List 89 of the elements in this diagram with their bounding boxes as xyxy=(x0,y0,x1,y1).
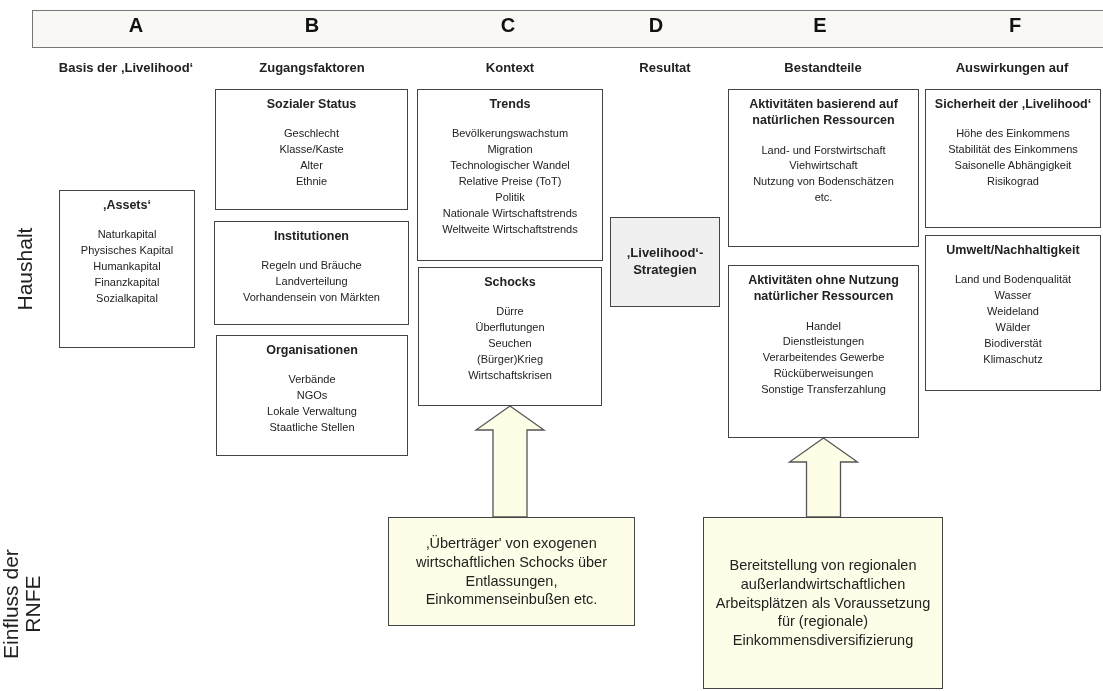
column-letter: C xyxy=(499,14,517,37)
list-item: Geschlecht xyxy=(284,126,339,142)
column-heading: Zugangsfaktoren xyxy=(258,60,366,75)
list-item: Rücküberweisungen xyxy=(773,366,874,382)
category-box xyxy=(216,335,408,456)
list-item: Überflutungen xyxy=(475,320,545,336)
list-item: Saisonelle Abhängigkeit xyxy=(954,158,1072,174)
list-item: Vorhandensein von Märkten xyxy=(243,290,380,306)
column-heading: Bestandteile xyxy=(783,60,863,75)
category-box xyxy=(728,89,919,247)
list-item: Land und Bodenqualität xyxy=(954,272,1072,288)
list-item: Stabilität des Einkommens xyxy=(948,142,1078,158)
list-item: Finanzkapital xyxy=(94,275,160,291)
column-letter: A xyxy=(127,14,145,37)
list-item: Verarbeitendes Gewerbe xyxy=(762,350,885,366)
list-item: Dürre xyxy=(496,304,524,320)
column-letter: B xyxy=(303,14,321,37)
note-box xyxy=(703,517,943,689)
list-item: Technologischer Wandel xyxy=(450,158,570,174)
list-item: Regeln und Bräuche xyxy=(261,258,362,274)
list-item: Sonstige Transferzahlung xyxy=(761,382,886,398)
list-item: Humankapital xyxy=(93,259,161,275)
list-item: Verbände xyxy=(288,372,336,388)
list-item: Weideland xyxy=(987,304,1039,320)
box-heading: Sicherheit der ‚Livelihood‘ xyxy=(934,96,1092,113)
box-heading: Institutionen xyxy=(274,228,349,245)
list-item: Wälder xyxy=(995,320,1031,336)
box-heading: Aktivitäten ohne Nutzung natürlicher Ressourcen xyxy=(747,272,900,305)
list-item: Land- und Forstwirtschaft xyxy=(761,142,886,158)
row-heading: Haushalt xyxy=(14,226,36,313)
list-item: Dienstleistungen xyxy=(782,334,865,350)
list-item: Staatliche Stellen xyxy=(269,420,355,436)
category-box xyxy=(925,235,1101,391)
category-box xyxy=(728,265,919,438)
column-letter: D xyxy=(647,14,665,37)
list-item: etc. xyxy=(814,190,833,206)
box-heading: ‚Assets‘ xyxy=(103,197,151,214)
list-item: NGOs xyxy=(296,388,328,404)
list-item: Politik xyxy=(495,190,525,205)
list-item: Viehwirtschaft xyxy=(789,158,858,174)
box-heading: Organisationen xyxy=(266,342,358,359)
list-item: Seuchen xyxy=(488,336,532,352)
column-heading: Kontext xyxy=(484,60,536,75)
list-item: Nutzung von Bodenschätzen xyxy=(753,174,894,190)
list-item: Klimaschutz xyxy=(983,351,1043,367)
list-item: Physisches Kapital xyxy=(80,243,174,259)
note-box xyxy=(388,517,635,626)
box-heading: Trends xyxy=(489,96,531,113)
column-heading: Auswirkungen auf xyxy=(954,60,1070,75)
list-item: Naturkapital xyxy=(97,227,157,243)
box-heading: Aktivitäten basierend auf natürlichen Ressourcen xyxy=(748,96,899,129)
list-item: Weltweite Wirtschaftstrends xyxy=(442,221,578,237)
row-heading: Einfluss der RNFE xyxy=(0,548,45,661)
box-heading: Umwelt/Nachhaltigkeit xyxy=(946,242,1080,259)
category-box xyxy=(215,89,408,210)
note-text: ‚Überträger' von exogenen wirtschaftlichen Schocks über Entlassungen, Einkommenseinbußen etc. xyxy=(415,533,608,610)
column-heading: Resultat xyxy=(638,60,692,75)
box-heading: Schocks xyxy=(484,274,536,291)
block-arrow xyxy=(787,437,860,518)
category-box xyxy=(59,190,195,348)
list-item: Biodiverstät xyxy=(984,336,1042,351)
list-item: Wasser xyxy=(994,288,1032,304)
column-letter: E xyxy=(812,14,828,37)
list-item: Relative Preise (ToT) xyxy=(458,174,562,190)
column-heading: Basis der ‚Livelihood‘ xyxy=(57,60,195,75)
category-box xyxy=(417,89,603,261)
list-item: Sozialkapital xyxy=(96,291,158,306)
category-box xyxy=(925,89,1101,228)
column-letter: F xyxy=(1007,14,1023,37)
list-item: Höhe des Einkommens xyxy=(956,126,1070,142)
list-item: Alter xyxy=(300,158,323,174)
list-item: Klasse/Kaste xyxy=(279,142,344,158)
list-item: Handel xyxy=(806,318,841,334)
list-item: Wirtschaftskrisen xyxy=(468,368,552,383)
list-item: Migration xyxy=(487,142,533,158)
result-box xyxy=(610,217,720,307)
note-text: Bereitstellung von regionalen außerlandwirtschaftlichen Arbeitsplätzen als Voraussetzung für (regionale) Einkommensdiversifizierung xyxy=(714,555,932,651)
category-box xyxy=(214,221,409,325)
list-item: (Bürger)Krieg xyxy=(477,352,543,368)
box-text: ‚Livelihood‘-Strategien xyxy=(625,245,705,279)
box-heading: Sozialer Status xyxy=(266,96,357,113)
list-item: Lokale Verwaltung xyxy=(267,404,357,420)
list-item: Landverteilung xyxy=(275,274,348,290)
list-item: Ethnie xyxy=(295,174,328,190)
block-arrow xyxy=(473,405,547,518)
category-box xyxy=(418,267,602,406)
list-item: Nationale Wirtschaftstrends xyxy=(442,205,578,221)
list-item: Risikograd xyxy=(987,174,1039,190)
list-item: Bevölkerungswachstum xyxy=(451,126,569,142)
